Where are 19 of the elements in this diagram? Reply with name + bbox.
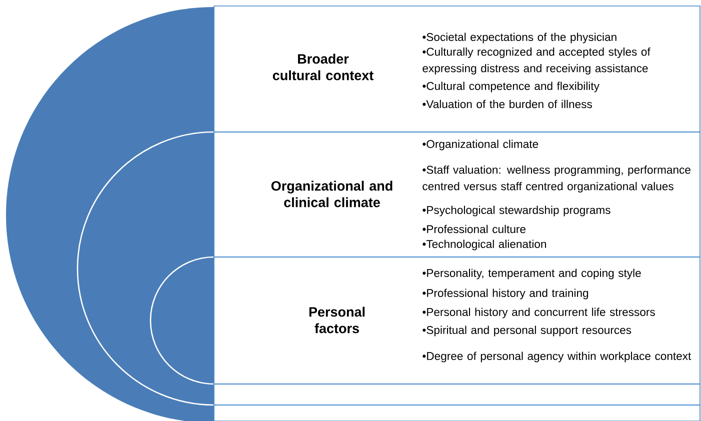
bullet-item: •Professional culture — [422, 224, 526, 234]
bullet-item: •Professional history and training — [422, 288, 588, 300]
bullet-item: •Societal expectations of the physician — [422, 32, 616, 44]
band-heading: Organizational and clinical climate — [271, 180, 392, 208]
empty-band — [214, 384, 700, 406]
bullet-item: •Personal history and concurrent life stressors — [422, 308, 655, 318]
empty-band — [214, 404, 700, 421]
bullet-item: •Degree of personal agency within workplace context — [422, 352, 692, 362]
bullet-item: •Valuation of the burden of illness — [422, 100, 592, 108]
bullet-item: •Staff valuation: wellness programming, performance centred versus staff centred organizational values — [422, 165, 690, 192]
bullet-item: •Psychological stewardship programs — [422, 206, 610, 216]
bullet-item: •Culturally recognized and accepted styles of expressing distress and receiving assistance — [422, 47, 650, 74]
bullet-item: •Spiritual and personal support resources — [422, 326, 632, 336]
bullet-item: •Cultural competence and flexibility — [422, 82, 600, 92]
bullet-item: •Organizational climate — [422, 140, 538, 150]
bullet-item: •Technological alienation — [422, 240, 546, 250]
band-heading: Personal factors — [309, 306, 365, 334]
bullet-item: •Personality, temperament and coping style — [422, 268, 641, 280]
band-heading: Broader cultural context — [272, 54, 374, 80]
